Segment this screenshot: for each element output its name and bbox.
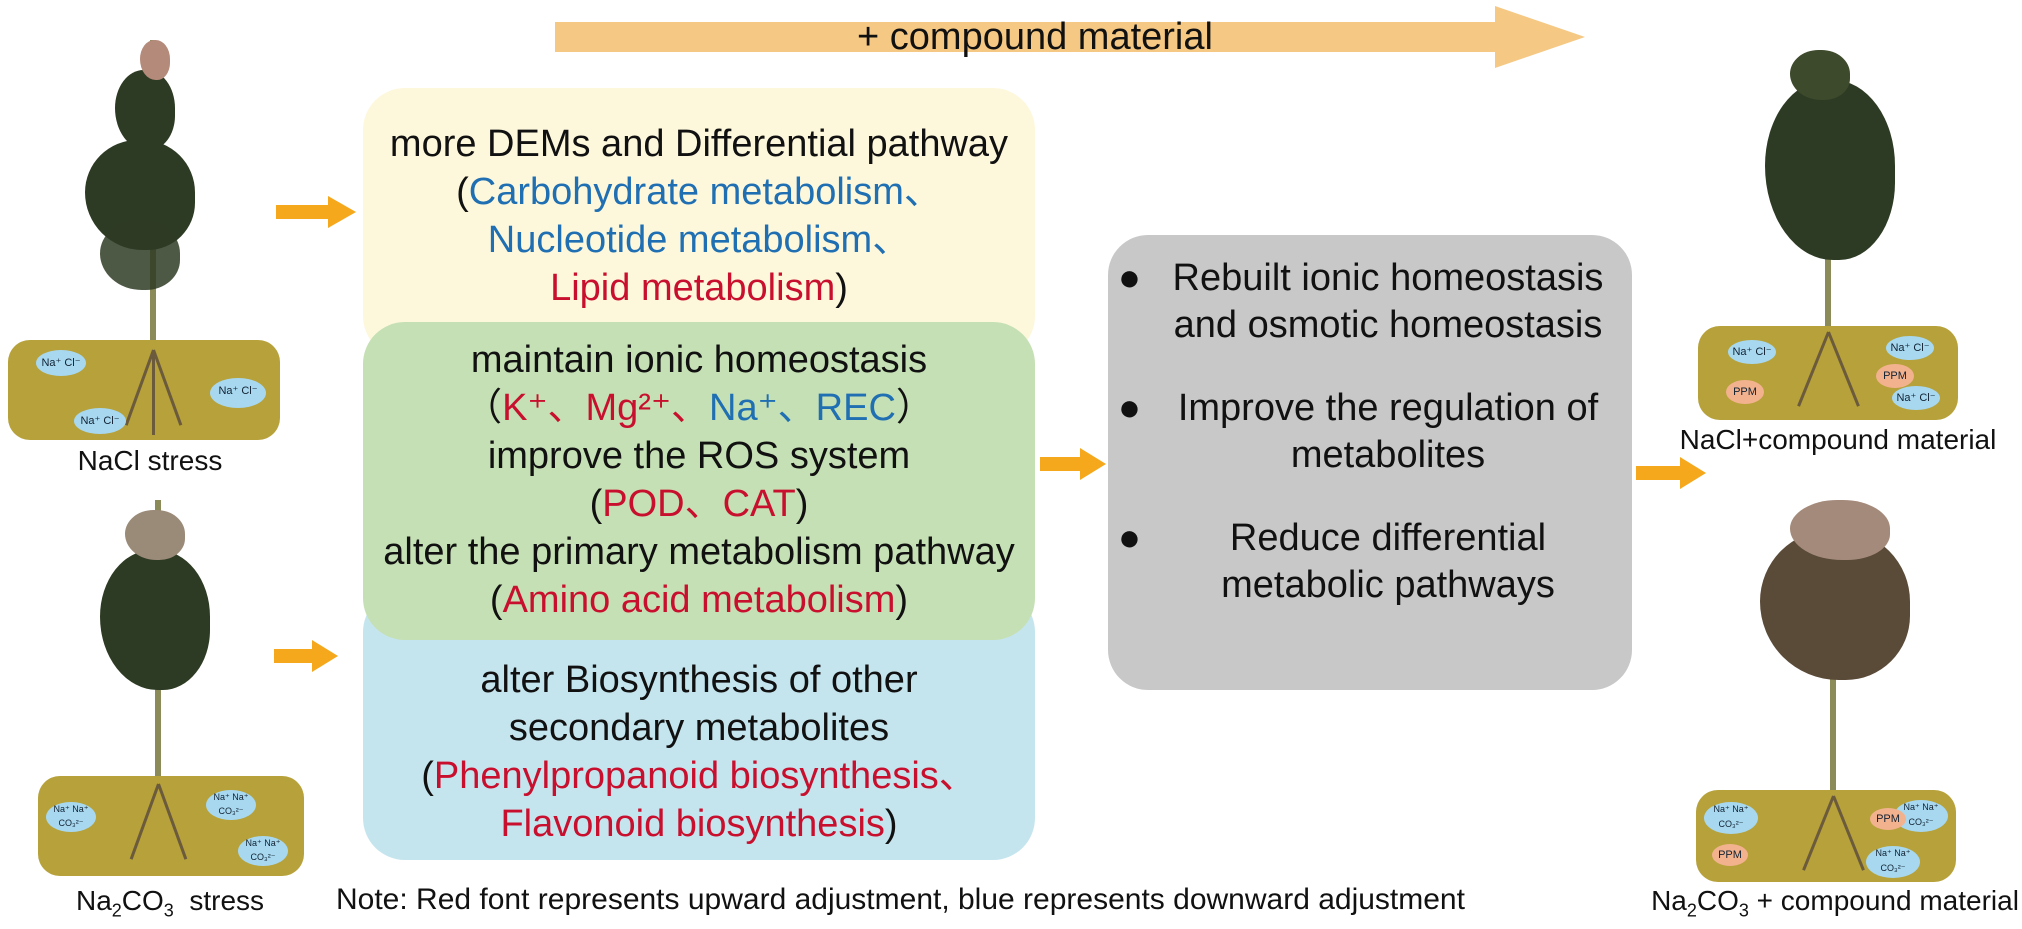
nacl-ion: Na⁺ Cl⁻ <box>74 408 126 434</box>
yellow-line-1: more DEMs and Differential pathway <box>389 123 1009 165</box>
gray-box-text: ● Rebuilt ionic homeostasis and osmotic … <box>1108 255 1632 609</box>
arrow-right-icon <box>274 640 338 672</box>
gray-summary-box <box>1108 235 1632 690</box>
nacl-compound-plant: Na⁺ Cl⁻ Na⁺ Cl⁻ Na⁺ Cl⁻ PPM PPM <box>1690 20 1970 420</box>
na2co3-ion: Na⁺ Na⁺ CO₃²⁻ <box>1866 846 1920 878</box>
k-mg-ions: K⁺、Mg²⁺、 <box>502 387 710 429</box>
arrow-right-icon <box>1040 448 1106 480</box>
nacl-ion: Na⁺ Cl⁻ <box>36 350 86 376</box>
green-box <box>363 322 1035 640</box>
bullet-dot-icon: ● <box>1118 517 1141 559</box>
nucleotide-metabolism: Nucleotide metabolism、 <box>487 219 911 261</box>
phenylpropanoid-biosynthesis: Phenylpropanoid biosynthesis、 <box>433 755 977 797</box>
blue-box-text: alter Biosynthesis of other secondary me… <box>363 656 1035 848</box>
yellow-box <box>363 88 1035 358</box>
yellow-box-text: more DEMs and Differential pathway (Carb… <box>363 120 1035 312</box>
arrow-right-icon <box>276 196 356 228</box>
amino-acid-metabolism: Amino acid metabolism <box>502 579 896 621</box>
na2co3-compound-caption: Na2CO3 + compound material <box>1651 885 2019 921</box>
green-line-3: improve the ROS system <box>487 435 911 477</box>
compound-material-arrow <box>555 6 1585 68</box>
na-rec: Na⁺、REC <box>709 387 896 429</box>
na2co3-ion: Na⁺ Na⁺ CO₃²⁻ <box>46 802 96 832</box>
ppm-particle: PPM <box>1712 844 1748 866</box>
nacl-ion: Na⁺ Cl⁻ <box>1892 386 1940 410</box>
arrow-right-icon <box>1636 457 1706 489</box>
na2co3-stress-plant: Na⁺ Na⁺ CO₃²⁻ Na⁺ Na⁺ CO₃²⁻ Na⁺ Na⁺ CO₃²… <box>0 480 310 880</box>
nacl-stress-plant: Na⁺ Cl⁻ Na⁺ Cl⁻ Na⁺ Cl⁻ <box>0 0 290 470</box>
compound-material-label: + compound material <box>857 16 1213 58</box>
nacl-compound-caption: NaCl+compound material <box>1679 424 1997 455</box>
nacl-stress-caption: NaCl stress <box>77 445 223 476</box>
blue-line-1: alter Biosynthesis of other <box>480 659 918 701</box>
green-box-text: maintain ionic homeostasis （K⁺、Mg²⁺、Na⁺、… <box>363 336 1035 624</box>
na2co3-compound-plant: Na⁺ Na⁺ CO₃²⁻ Na⁺ Na⁺ CO₃²⁻ Na⁺ Na⁺ CO₃²… <box>1690 480 1980 882</box>
nacl-ion: Na⁺ Cl⁻ <box>1886 336 1934 360</box>
green-line-1: maintain ionic homeostasis <box>470 339 928 381</box>
bullet-item: ● Reduce differential metabolic pathways <box>1118 517 1555 606</box>
na2co3-ion: Na⁺ Na⁺ CO₃²⁻ <box>206 790 256 820</box>
ppm-particle: PPM <box>1870 808 1906 830</box>
note-text: Note: Red font represents upward adjustm… <box>336 883 1465 916</box>
flavonoid-biosynthesis: Flavonoid biosynthesis <box>500 803 885 845</box>
bullet-dot-icon: ● <box>1118 387 1141 429</box>
green-line-5: alter the primary metabolism pathway <box>383 531 1015 573</box>
na2co3-stress-caption: Na2CO3 stress <box>75 885 265 921</box>
pod-cat: POD、CAT <box>602 483 796 525</box>
bullet-item: ● Rebuilt ionic homeostasis and osmotic … <box>1118 257 1604 346</box>
ppm-particle: PPM <box>1876 364 1914 388</box>
carbohydrate-metabolism: Carbohydrate metabolism、 <box>468 171 942 213</box>
lipid-metabolism: Lipid metabolism <box>550 267 836 309</box>
bullet-dot-icon: ● <box>1118 257 1141 299</box>
na2co3-ion: Na⁺ Na⁺ CO₃²⁻ <box>238 836 288 866</box>
ppm-particle: PPM <box>1726 380 1764 404</box>
nacl-ion: Na⁺ Cl⁻ <box>210 378 266 408</box>
bullet-item: ● Improve the regulation of metabolites <box>1118 387 1599 476</box>
na2co3-ion: Na⁺ Na⁺ CO₃²⁻ <box>1704 802 1758 834</box>
blue-line-2: secondary metabolites <box>508 707 890 749</box>
nacl-ion: Na⁺ Cl⁻ <box>1728 340 1776 364</box>
